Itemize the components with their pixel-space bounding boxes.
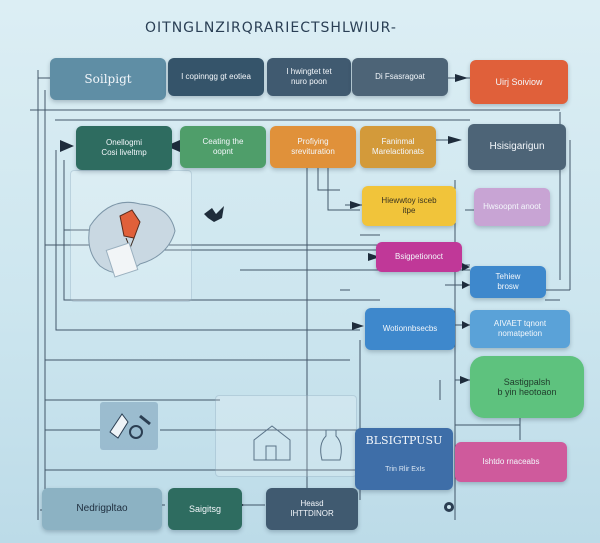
soilpigt-node[interactable]: Soilpigt: [50, 58, 166, 100]
nedrigpltao-node[interactable]: Nedrigpltao: [42, 488, 162, 530]
hsigarigun-label: Hsisigarigun: [489, 141, 545, 152]
onellogmi-label: Onellogmi Cosi liveltmp: [101, 138, 147, 157]
bsigpetion-label: Bsigpetionoct: [394, 252, 444, 261]
bird-icon: [204, 206, 224, 222]
ceating-label: Ceating the oopnt: [202, 137, 244, 156]
bsigpetion-node[interactable]: Bsigpetionoct: [376, 242, 462, 272]
sastigpalsh-node[interactable]: Sastigpalsh b yin heotoaon: [470, 356, 584, 418]
icopinng-node[interactable]: I copinngg gt eotiea: [168, 58, 264, 96]
dixfesag-label: Di Fsasragoat: [375, 72, 425, 81]
hand-drawn-sketch-icon: [88, 201, 176, 278]
nedrigpltao-label: Nedrigpltao: [76, 503, 128, 514]
aivaet-node[interactable]: AIVAET tqnont nomatpetion: [470, 310, 570, 348]
ceating-node[interactable]: Ceating the oopnt: [180, 126, 266, 168]
gear-icon: [444, 502, 454, 512]
uirsolviow-label: Uirj Soiviow: [495, 77, 543, 87]
faninmal-label: Faninmal Marelactionats: [371, 137, 425, 156]
hiewing-label: Hiewwtoy isceb itpe: [381, 196, 437, 215]
ishtdo-label: Ishtdo rnaceabs: [482, 457, 540, 466]
wotionnb-label: Wotionnbsecbs: [382, 324, 438, 333]
heasd-label: Heasd IHTTDINOR: [290, 499, 334, 518]
tehiew-node[interactable]: Tehiew brosw: [470, 266, 546, 298]
onellogmi-node[interactable]: Onellogmi Cosi liveltmp: [76, 126, 172, 170]
uirsolviow-node[interactable]: Uirj Soiviow: [470, 60, 568, 104]
house-sketch-icon: [253, 425, 291, 461]
faninmal-node[interactable]: Faninmal Marelactionats: [360, 126, 436, 168]
hsigarigun-node[interactable]: Hsisigarigun: [468, 124, 566, 170]
ihewingtet-node[interactable]: I hwingtet tet nuro poon: [267, 58, 351, 96]
blsig-node[interactable]: BLSIGTPUSU: [355, 428, 453, 490]
profiying-node[interactable]: Profiying srevituration: [270, 126, 356, 168]
ihewingtet-label: I hwingtet tet nuro poon: [286, 67, 332, 86]
ishtdo-node[interactable]: Ishtdo rnaceabs: [455, 442, 567, 482]
sketch-panel-lower: [215, 395, 357, 477]
profiying-label: Profiying srevituration: [291, 137, 335, 156]
sastigpalsh-label: Sastigpalsh b yin heotoaon: [497, 377, 557, 397]
hiewing-node[interactable]: Hiewwtoy isceb itpe: [362, 186, 456, 226]
hwsoopnt-label: Hwsoopnt anoot: [483, 202, 541, 211]
aivaet-label: AIVAET tqnont nomatpetion: [493, 319, 547, 338]
vase-sketch-icon: [320, 429, 342, 461]
hwsoopnt-node[interactable]: Hwsoopnt anoot: [474, 188, 550, 226]
blsig-label: BLSIGTPUSU: [365, 434, 443, 447]
tehiew-label: Tehiew brosw: [495, 272, 521, 291]
saigitsg-label: Saigitsg: [188, 504, 222, 514]
soilpigt-label: Soilpigt: [84, 72, 132, 86]
saigitsg-node[interactable]: Saigitsg: [168, 488, 242, 530]
tools-icon: [100, 402, 158, 450]
heasd-node[interactable]: Heasd IHTTDINOR: [266, 488, 358, 530]
wotionnb-node[interactable]: Wotionnbsecbs: [365, 308, 455, 350]
icopinng-label: I copinngg gt eotiea: [181, 72, 251, 81]
dixfesag-node[interactable]: Di Fsasragoat: [352, 58, 448, 96]
diagram-title: OITNGLNZIRQRARIECTSHLWIUR-: [145, 20, 397, 36]
trinrr-caption: Trin Rlir ExIs: [385, 466, 425, 473]
